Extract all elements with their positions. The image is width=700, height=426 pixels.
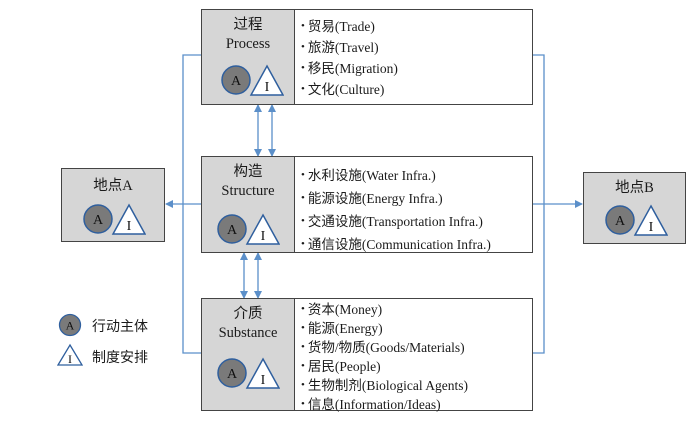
list-item: 交通设施(Transportation Infra.) <box>301 211 491 234</box>
list-item: 能源设施(Energy Infra.) <box>301 188 491 211</box>
process-header-box: 过程 Process A I <box>201 9 295 105</box>
process-items: 贸易(Trade) 旅游(Travel) 移民(Migration) 文化(Cu… <box>301 17 398 101</box>
structure-list-box: 水利设施(Water Infra.) 能源设施(Energy Infra.) 交… <box>294 156 533 253</box>
list-item: 能源(Energy) <box>301 320 468 339</box>
svg-text:I: I <box>68 352 72 366</box>
institution-icon-label: I <box>261 373 266 388</box>
institution-icon-label: I <box>127 219 132 234</box>
institution-icon-label: I <box>265 80 270 95</box>
substance-title-en: Substance <box>218 325 278 341</box>
list-item: 文化(Culture) <box>301 80 398 101</box>
institution-icon <box>111 203 146 235</box>
actor-icon <box>217 358 247 388</box>
institution-icon <box>249 64 284 96</box>
structure-header-box: 构造 Structure A I <box>201 156 295 253</box>
actor-icon-label: A <box>227 367 238 382</box>
substance-header-box: 介质 Substance A I <box>201 298 295 411</box>
institution-icon <box>245 357 280 389</box>
institution-icon <box>633 204 668 236</box>
list-item: 信息(Information/Ideas) <box>301 396 468 415</box>
list-item: 通信设施(Communication Infra.) <box>301 234 491 257</box>
process-title-en: Process <box>225 36 271 52</box>
process-list-box: 贸易(Trade) 旅游(Travel) 移民(Migration) 文化(Cu… <box>294 9 533 105</box>
actor-icon <box>605 205 635 235</box>
actor-icon <box>83 204 113 234</box>
substance-items: 资本(Money) 能源(Energy) 货物/物质(Goods/Materia… <box>301 301 468 415</box>
legend-actor-label: 行动主体 <box>92 320 148 335</box>
list-item: 资本(Money) <box>301 301 468 320</box>
place-b-icons: A I <box>605 204 668 236</box>
process-actor-institution-icons: A I <box>221 64 284 96</box>
actor-icon-label: A <box>227 223 238 238</box>
structure-title-en: Structure <box>221 183 275 199</box>
place-b-box: 地点B A I <box>583 172 686 244</box>
structure-items: 水利设施(Water Infra.) 能源设施(Energy Infra.) 交… <box>301 165 491 257</box>
actor-icon-label: A <box>615 214 626 229</box>
institution-icon-label: I <box>261 229 266 244</box>
actor-icon-label: A <box>231 74 242 89</box>
actor-icon <box>221 65 251 95</box>
list-item: 贸易(Trade) <box>301 17 398 38</box>
list-item: 生物制剂(Biological Agents) <box>301 377 468 396</box>
list-item: 水利设施(Water Infra.) <box>301 165 491 188</box>
svg-text:A: A <box>66 319 75 333</box>
legend-institution-icon: I <box>57 343 83 366</box>
place-a-icons: A I <box>83 203 146 235</box>
list-item: 旅游(Travel) <box>301 38 398 59</box>
list-item: 移民(Migration) <box>301 59 398 80</box>
substance-actor-institution-icons: A I <box>217 357 280 389</box>
structure-title-cn: 构造 <box>233 164 263 180</box>
legend-actor-icon: A <box>58 313 82 337</box>
list-item: 货物/物质(Goods/Materials) <box>301 339 468 358</box>
process-title-cn: 过程 <box>233 17 263 33</box>
legend-institution-label: 制度安排 <box>92 351 148 366</box>
institution-icon-label: I <box>649 220 654 235</box>
list-item: 居民(People) <box>301 358 468 377</box>
actor-icon-label: A <box>93 213 104 228</box>
institution-icon <box>245 213 280 245</box>
place-a-title: 地点A <box>93 178 133 194</box>
substance-list-box: 资本(Money) 能源(Energy) 货物/物质(Goods/Materia… <box>294 298 533 412</box>
substance-title-cn: 介质 <box>233 306 263 322</box>
place-a-box: 地点A A I <box>61 168 165 242</box>
place-b-title: 地点B <box>615 180 654 196</box>
actor-icon <box>217 214 247 244</box>
structure-actor-institution-icons: A I <box>217 213 280 245</box>
